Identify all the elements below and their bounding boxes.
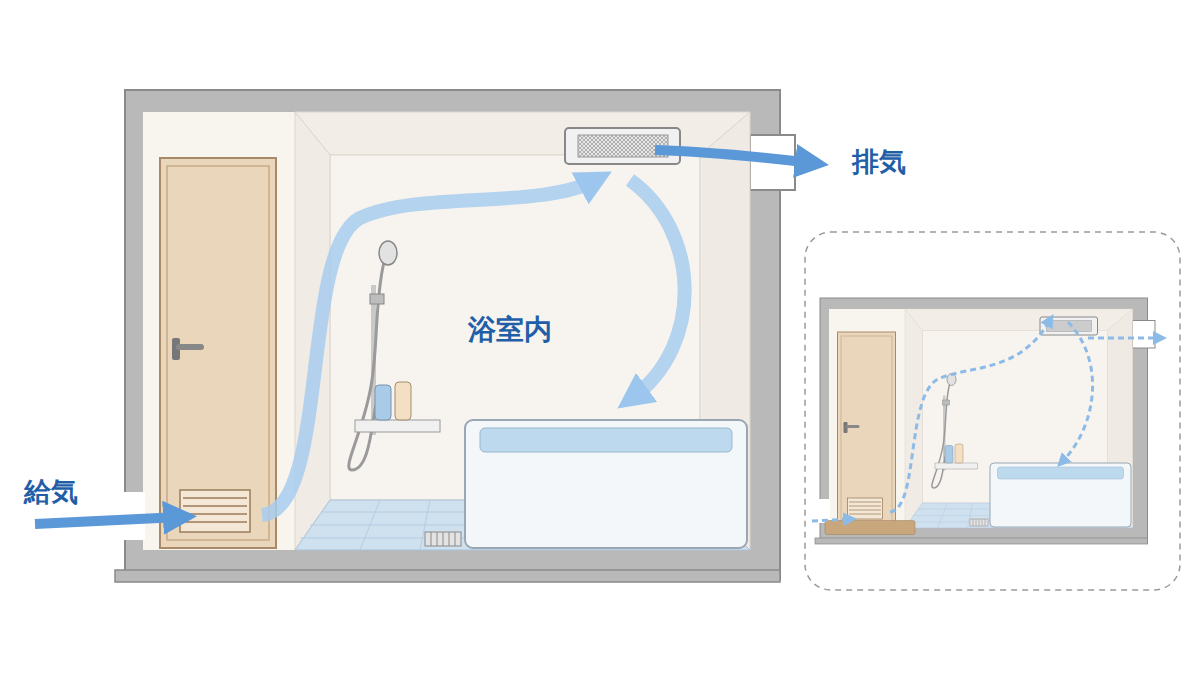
inset-bathroom (815, 298, 1155, 544)
inset-frame (805, 232, 1180, 590)
bathroom-section (115, 90, 795, 582)
supply-arrow (35, 517, 180, 524)
inset-airflow (812, 519, 850, 521)
inset-airflow (1088, 337, 1160, 340)
flow-label: 浴室内 (468, 316, 552, 344)
flow-label: 給気 (24, 478, 78, 505)
inset-airflow (1062, 322, 1093, 462)
flow-label: 排気 (852, 148, 906, 175)
bath-mat (825, 521, 915, 535)
exhaust-arrow (655, 150, 812, 163)
inset-airflow (890, 320, 1050, 512)
airflow-arrow (630, 180, 685, 398)
airflow-arrow (262, 180, 596, 515)
bathroom-section (815, 298, 1155, 544)
